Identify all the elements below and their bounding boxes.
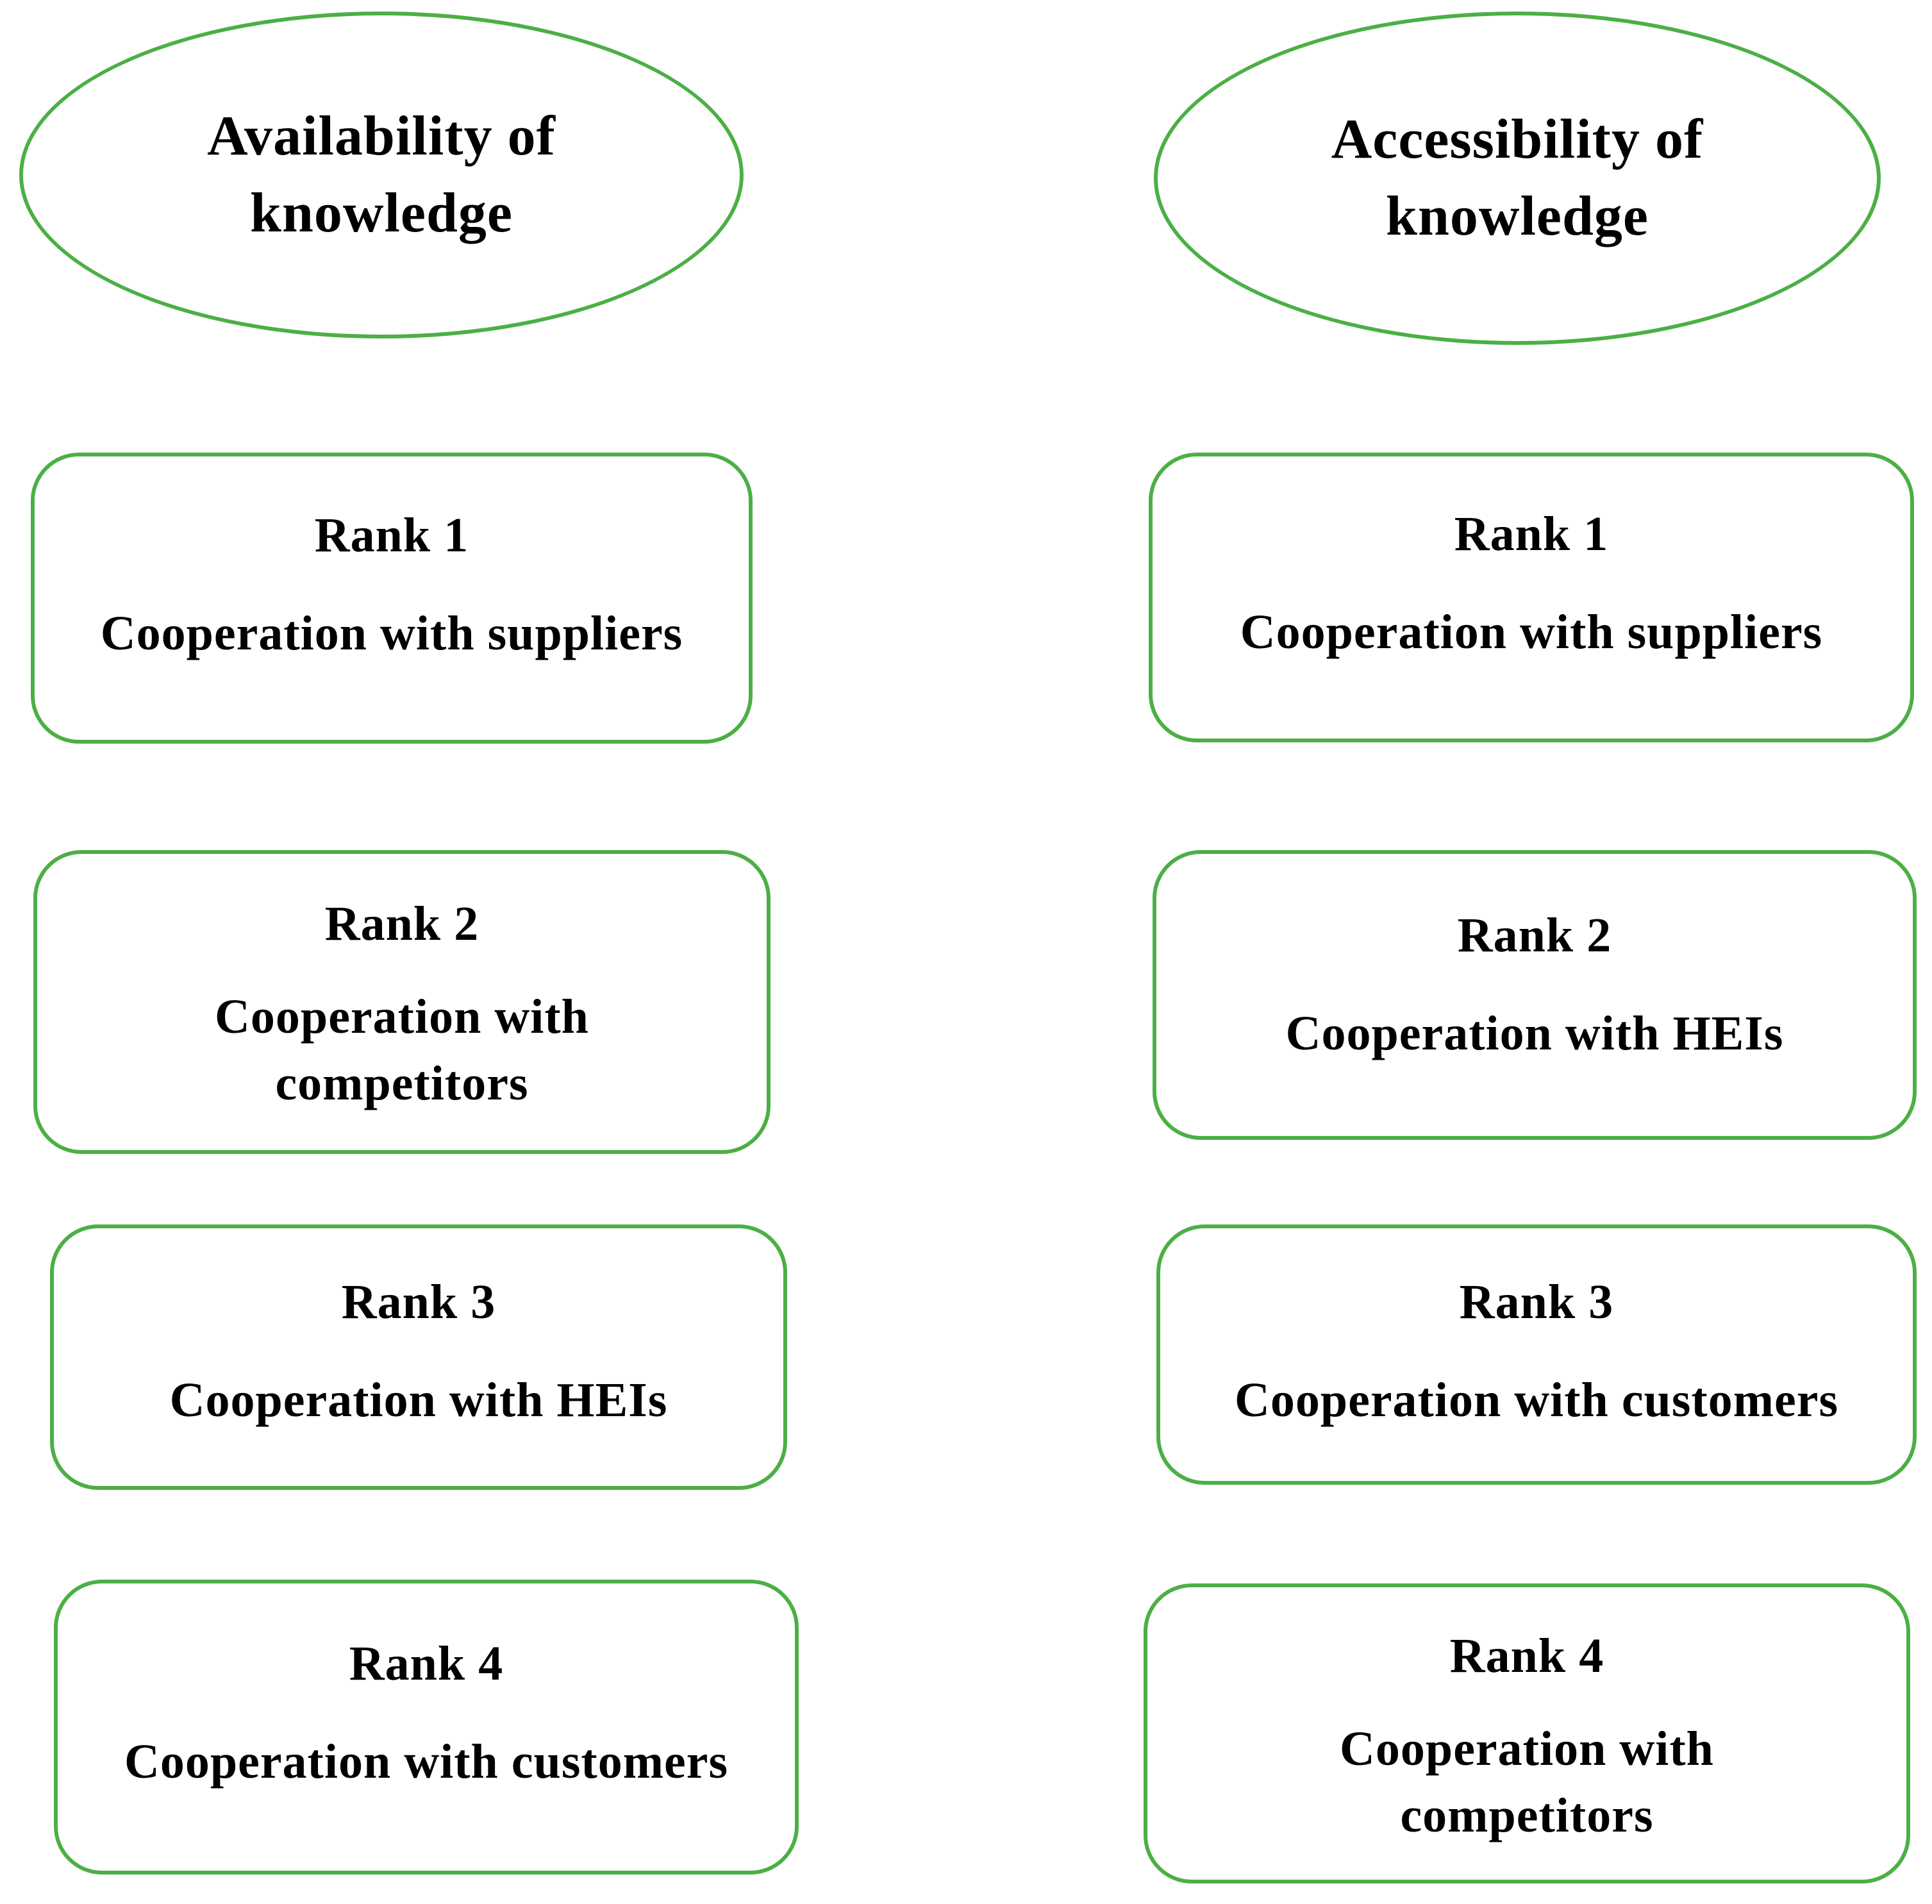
rank-label: Rank 2 [1457, 908, 1612, 962]
cooperation-label: Cooperation with competitors [215, 990, 589, 1110]
rank-label: Rank 1 [1454, 507, 1609, 561]
availability-rank-4: Rank 4 Cooperation with customers [54, 1580, 799, 1875]
rank-label: Rank 1 [314, 508, 469, 562]
availability-rank-1: Rank 1 Cooperation with suppliers [31, 453, 753, 744]
rank-label: Rank 3 [1459, 1275, 1614, 1329]
accessibility-header-label: Accessibility of knowledge [1331, 108, 1704, 247]
availability-header-label: Availability of knowledge [207, 105, 556, 244]
cooperation-label: Cooperation with customers [1234, 1373, 1839, 1427]
accessibility-rank-4: Rank 4 Cooperation with competitors [1144, 1583, 1910, 1883]
availability-rank-2: Rank 2 Cooperation with competitors [33, 850, 770, 1154]
availability-rank-3: Rank 3 Cooperation with HEIs [50, 1224, 787, 1490]
cooperation-label: Cooperation with suppliers [1240, 605, 1823, 659]
cooperation-label: Cooperation with customers [124, 1735, 729, 1789]
accessibility-rank-3: Rank 3 Cooperation with customers [1156, 1224, 1917, 1485]
accessibility-rank-1: Rank 1 Cooperation with suppliers [1149, 453, 1914, 742]
availability-header: Availability of knowledge [19, 12, 744, 338]
accessibility-header: Accessibility of knowledge [1154, 12, 1881, 345]
cooperation-label: Cooperation with suppliers [100, 606, 683, 660]
cooperation-label: Cooperation with HEIs [1285, 1006, 1784, 1060]
accessibility-rank-2: Rank 2 Cooperation with HEIs [1153, 850, 1917, 1140]
rank-label: Rank 4 [349, 1637, 504, 1691]
rank-label: Rank 2 [324, 897, 479, 951]
rank-label: Rank 3 [341, 1275, 496, 1329]
cooperation-label: Cooperation with competitors [1340, 1722, 1714, 1842]
rank-label: Rank 4 [1449, 1629, 1604, 1683]
cooperation-label: Cooperation with HEIs [169, 1373, 668, 1427]
